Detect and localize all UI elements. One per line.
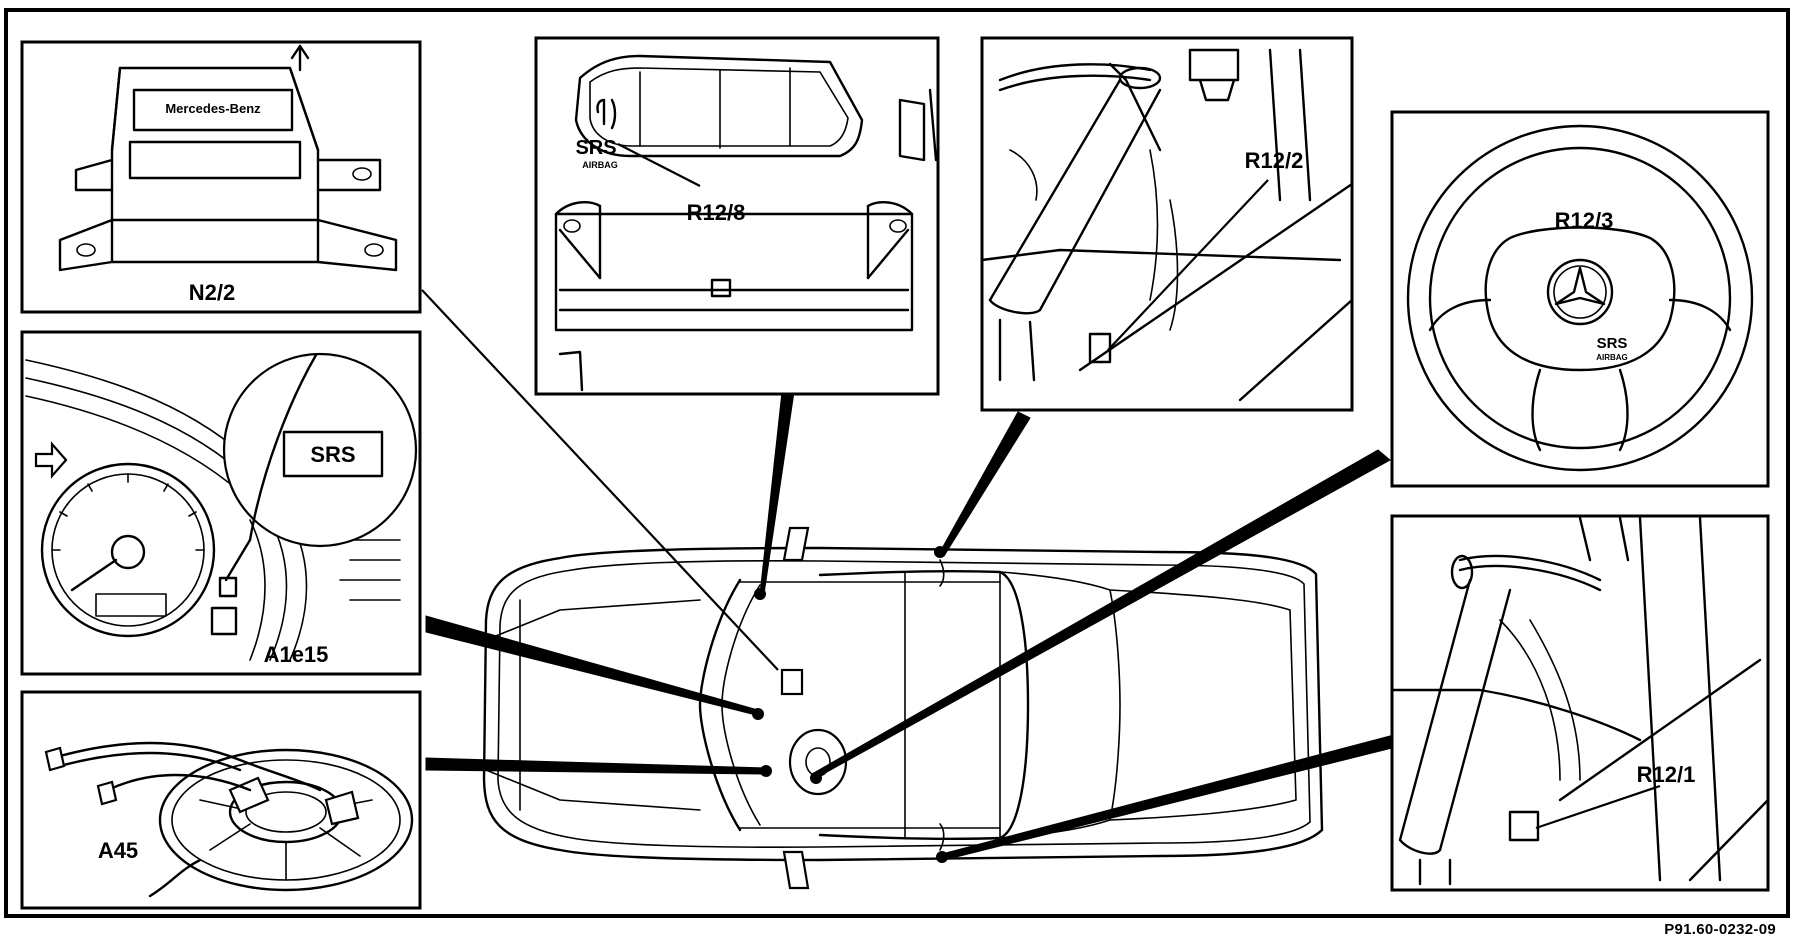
driver-airbag-subtext: AIRBAG: [1596, 353, 1628, 362]
panel-passenger-airbag: SRS AIRBAG R12/8: [534, 36, 940, 396]
passenger-airbag-text: SRS: [575, 137, 616, 159]
steering-wheel-rim: [1406, 124, 1754, 472]
outer-frame: [4, 8, 1790, 918]
car-top-view: [482, 526, 1324, 890]
label-contact-spring: A45: [98, 838, 138, 863]
label-passenger-airbag: R12/8: [687, 200, 746, 225]
leader-endpoints: [752, 546, 948, 863]
label-driver-airbag: R12/3: [1555, 208, 1614, 233]
panel-driver-airbag: SRS AIRBAG R12/3: [1390, 110, 1770, 488]
indicator-lamp-text: SRS: [310, 442, 355, 467]
panel-control-unit: Mercedes-Benz N2/2: [20, 40, 422, 314]
label-indicator-lamp: A1e15: [264, 642, 329, 667]
control-unit-plate-text: Mercedes-Benz: [165, 101, 261, 116]
driver-airbag-text: SRS: [1597, 335, 1628, 352]
panel-contact-spring: A45: [20, 690, 422, 910]
steering-wheel-outline: [788, 728, 848, 796]
panel-indicator-lamp: SRS A1e15: [20, 330, 422, 676]
speedometer: [40, 462, 216, 638]
panel-right-tensioner: R12/2: [980, 36, 1354, 412]
brand-star-emblem: [1546, 258, 1614, 326]
indicator-magnifier: [222, 352, 418, 548]
label-left-tensioner: R12/1: [1637, 762, 1696, 787]
label-control-unit: N2/2: [189, 280, 235, 305]
label-right-tensioner: R12/2: [1245, 148, 1304, 173]
panel-left-tensioner: R12/1: [1390, 514, 1770, 892]
document-reference-number: P91.60-0232-09: [1664, 921, 1776, 938]
passenger-airbag-subtext: AIRBAG: [582, 160, 618, 170]
contact-spring-ring: [158, 748, 414, 892]
